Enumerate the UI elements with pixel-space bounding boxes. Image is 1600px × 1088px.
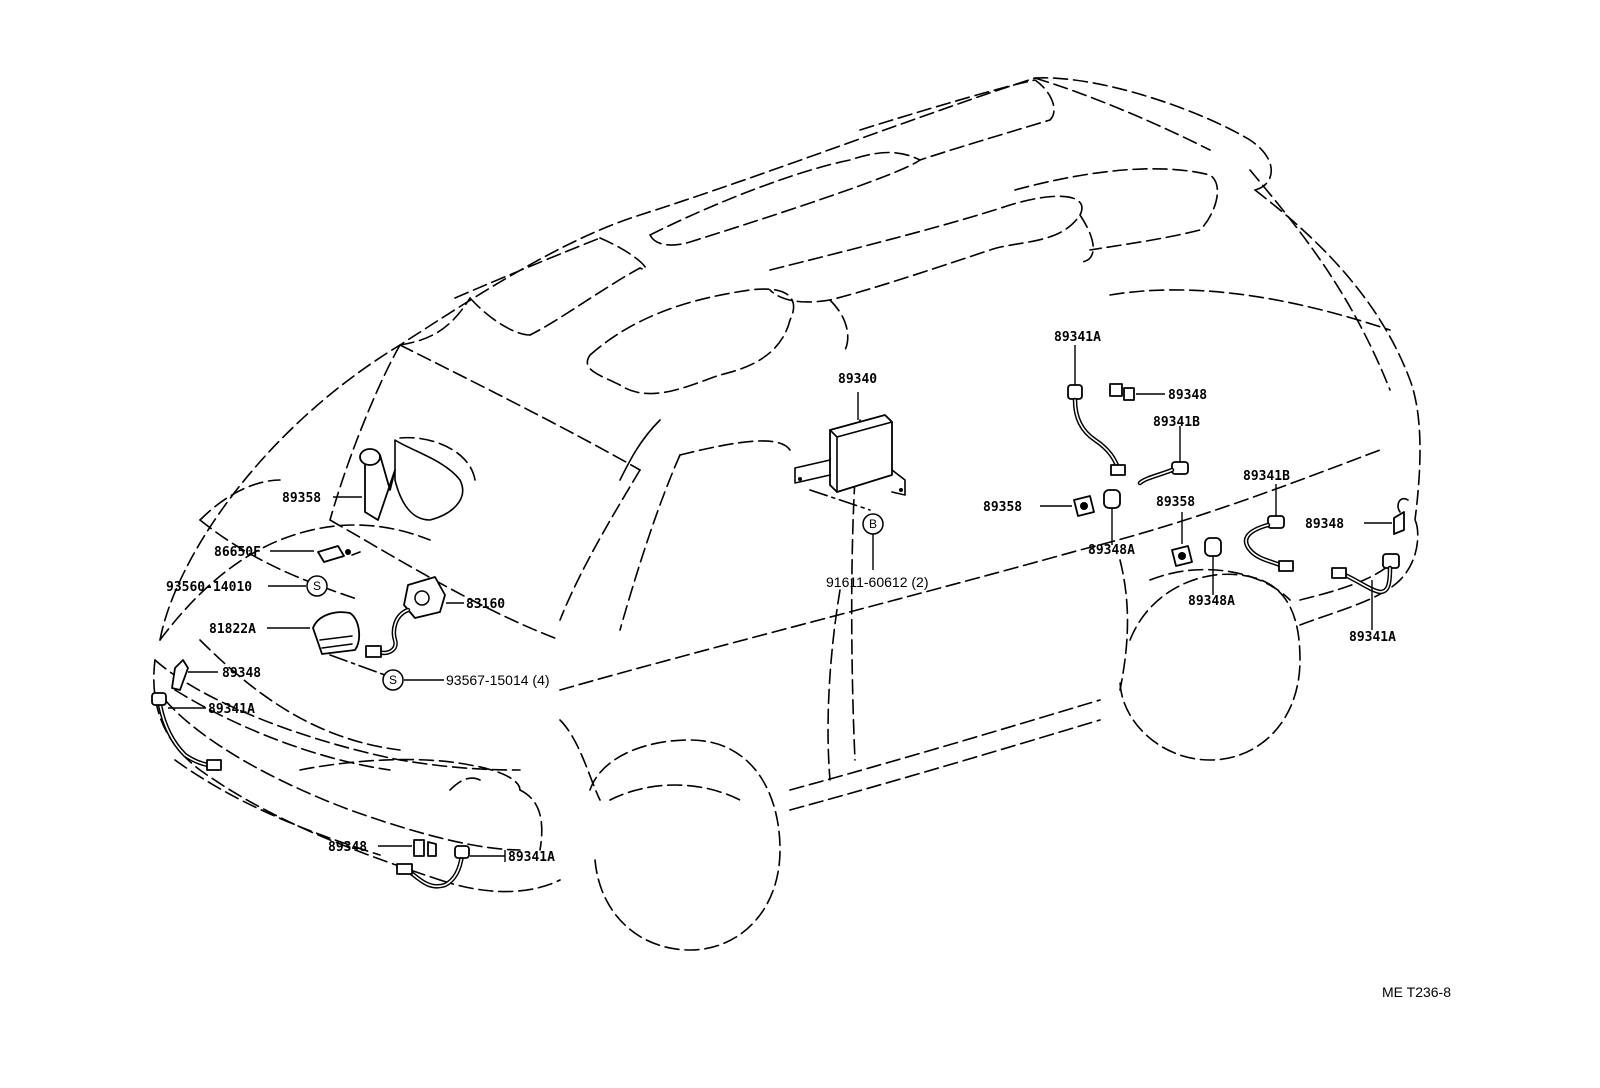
label-89341B-right: 89341B: [1243, 469, 1290, 484]
label-89341B-mid: 89341B: [1153, 415, 1200, 430]
computer-89340: [794, 392, 906, 511]
label-81822A: 81822A: [209, 622, 256, 637]
label-89348A-right: 89348A: [1188, 594, 1235, 609]
label-83160: 83160: [466, 597, 505, 612]
clip-89348-left: [171, 659, 218, 691]
connector-86650F: [270, 545, 361, 563]
part-83160: [365, 576, 464, 658]
sensor-89341A-front-bottom: [396, 845, 506, 889]
label-86650F: 86650F: [214, 545, 261, 560]
label-89340: 89340: [838, 372, 877, 387]
lamp-81822A: [267, 611, 386, 676]
screw-symbol-lower-letter: S: [389, 673, 397, 687]
clip-89348-bottom: [378, 839, 437, 857]
sensor-89341B-mid: [1137, 426, 1189, 486]
sensor-89341A-top: [1067, 345, 1126, 476]
sensor-89358-left: [333, 436, 476, 521]
cap-89348A-right: [1204, 537, 1222, 595]
clip-89348-top: [1109, 383, 1165, 401]
sensor-89341A-right: [1331, 553, 1400, 630]
label-89358-mid: 89358: [983, 500, 1022, 515]
sensor-89341A-front-left: [151, 692, 222, 771]
label-89341A-top: 89341A: [1054, 330, 1101, 345]
label-89348-left: 89348: [222, 666, 261, 681]
label-89348-right: 89348: [1305, 517, 1344, 532]
label-89348-bottom: 89348: [328, 840, 367, 855]
label-89341A-left: 89341A: [208, 702, 255, 717]
bolt-symbol-letter: B: [869, 517, 877, 531]
label-89341A-bottom: 89341A: [508, 850, 555, 865]
label-93567-15014: 93567-15014 (4): [446, 672, 550, 688]
screw-symbol-upper: [268, 575, 328, 597]
clip-89348-right: [1364, 497, 1409, 535]
rear-wheel: [1119, 568, 1301, 761]
label-89341A-right: 89341A: [1349, 630, 1396, 645]
figure-code: ME T236-8: [1382, 984, 1451, 1000]
van-body-outline: [153, 77, 1421, 893]
grommet-89358-mid: [1040, 495, 1095, 517]
grommet-89358-right: [1171, 512, 1193, 567]
label-93560-14010: 93560-14010: [166, 580, 252, 595]
front-wheel: [589, 739, 781, 951]
screw-symbol-upper-letter: S: [313, 579, 321, 593]
screw-symbol-lower: [382, 669, 444, 691]
label-89358-left: 89358: [282, 491, 321, 506]
sensor-89341B-right: [1243, 484, 1294, 572]
bolt-symbol-b: [862, 513, 884, 570]
label-91611-60612: 91611-60612 (2): [826, 574, 928, 590]
label-89348-top: 89348: [1168, 388, 1207, 403]
label-89348A-mid: 89348A: [1088, 543, 1135, 558]
cap-89348A-mid: [1103, 489, 1121, 545]
label-89358-right: 89358: [1156, 495, 1195, 510]
